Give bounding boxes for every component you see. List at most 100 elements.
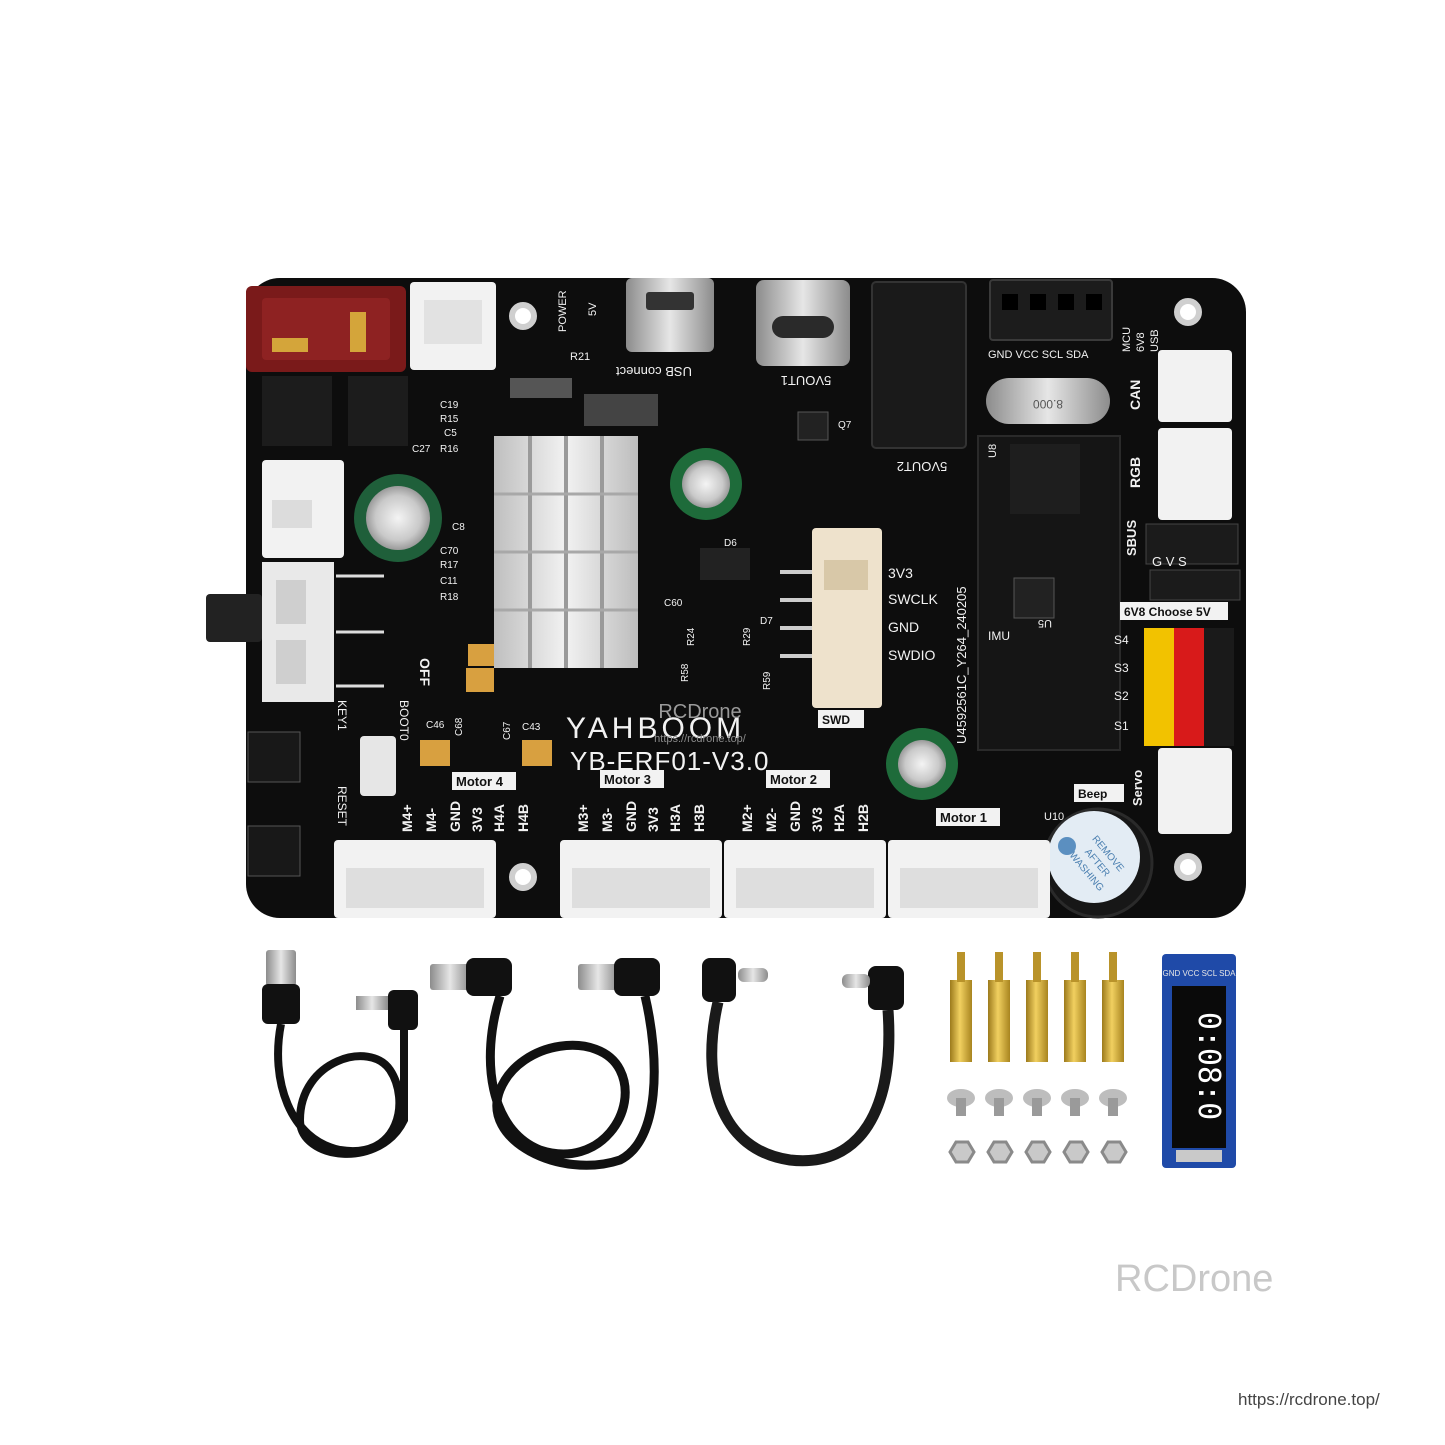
regulator (700, 548, 750, 580)
motor3-pin: H3A (667, 804, 683, 832)
silk-rgb: RGB (1127, 457, 1143, 488)
dc-jack (871, 281, 967, 449)
silk-r16: R16 (440, 444, 459, 455)
motor2-title-box (766, 770, 830, 788)
silk-6v8-top: 6V8 (1135, 332, 1147, 352)
motor2-pin: GND (787, 801, 803, 832)
silk-s3: S3 (1114, 661, 1129, 675)
motor2-title: Motor 2 (770, 772, 817, 787)
usb-c-port (756, 280, 850, 366)
silk-serial: U4592561C_Y264_240205 (954, 586, 969, 744)
xt60-connector (246, 286, 406, 372)
motor3-title: Motor 3 (604, 772, 651, 787)
silk-c43: C43 (522, 722, 541, 733)
silk-can: CAN (1127, 380, 1143, 410)
servo-connector (1158, 748, 1232, 834)
silk-mcu: MCU (1121, 327, 1133, 352)
silk-swd-gnd: GND (888, 619, 919, 635)
silk-swd-swdio: SWDIO (888, 647, 936, 663)
mosfet (262, 376, 332, 446)
silk-5v: 5V (587, 302, 599, 316)
silk-5vout1: 5VOUT1 (781, 373, 832, 388)
oled-header-text: GND VCC SCL SDA (1162, 969, 1236, 978)
motor-connectors (334, 840, 1050, 918)
overlay-url: https://rcdrone.top/ (654, 733, 747, 745)
motor4-title: Motor 4 (456, 774, 504, 789)
silk-c68: C68 (454, 717, 465, 736)
silk-q7: Q7 (838, 420, 852, 431)
silk-r15: R15 (440, 414, 459, 425)
micro-usb-port (626, 278, 714, 352)
motor2-pin: H2B (855, 804, 871, 832)
silk-r24: R24 (686, 627, 697, 646)
silk-swd: SWD (822, 713, 850, 727)
silk-u8: U8 (987, 444, 999, 458)
watermark: RCDrone (1115, 1258, 1274, 1300)
silk-r58: R58 (680, 663, 691, 682)
silk-r21: R21 (570, 351, 590, 363)
i2c-header (989, 279, 1113, 341)
silk-crystal: 8.000 (1033, 397, 1063, 411)
brand-logo: YAHBOOM (566, 712, 745, 745)
motor2-pin: M2- (763, 808, 779, 832)
silk-c11: C11 (440, 576, 458, 587)
silk-i2c-pins: GND VCC SCL SDA (988, 349, 1089, 361)
silk-swd-swclk: SWCLK (888, 591, 938, 607)
motor3-pin: M3- (599, 808, 615, 832)
usb-c-cable (702, 958, 904, 1167)
capacitor-small (886, 728, 958, 800)
sbus-header (1145, 523, 1239, 565)
mosfet (348, 376, 408, 446)
silk-c5: C5 (444, 428, 457, 439)
motor3-pin: 3V3 (645, 807, 661, 832)
swd-connector (780, 528, 882, 708)
screws (947, 1089, 1127, 1116)
motor4-pin: M4- (423, 808, 439, 832)
silk-r18: R18 (440, 592, 459, 603)
boot0-button[interactable] (360, 736, 396, 796)
silk-sbus: SBUS (1124, 520, 1139, 556)
silk-s4: S4 (1114, 633, 1129, 647)
beep-label-box (1074, 784, 1124, 802)
voltage-jumper (1149, 569, 1241, 601)
silk-imu: IMU (988, 629, 1010, 643)
motor1-title-box (936, 808, 1000, 826)
choose-label-box (1120, 602, 1228, 620)
silk-c8: C8 (452, 522, 465, 533)
silk-c60: C60 (664, 598, 683, 609)
capacitor-medium (670, 448, 742, 520)
silk-d6: D6 (724, 538, 737, 549)
servo-pins (1144, 628, 1234, 746)
mounting-holes (509, 298, 1202, 891)
swd-label-box (818, 710, 864, 728)
key1-button[interactable] (247, 731, 301, 783)
overlay-watermark: RCDrone (658, 701, 741, 723)
motor2-pin: 3V3 (809, 807, 825, 832)
silk-r17: R17 (440, 560, 459, 571)
nuts (948, 1140, 1128, 1164)
dc-barrel-cable (430, 958, 660, 1170)
oled-module: GND VCC SCL SDA 0:08:0 (1162, 954, 1236, 1168)
power-switch[interactable] (206, 562, 384, 702)
control-board: REMOVE AFTER WASHING POWER 5V R21 USB co… (206, 278, 1246, 919)
motor3-pin: H3B (691, 804, 707, 832)
silk-r29: R29 (742, 627, 753, 646)
motor4-title-box (452, 772, 516, 790)
silk-swd-3v3: 3V3 (888, 565, 913, 581)
silk-5vout2: 5VOUT2 (897, 459, 948, 474)
motor4-pins: M4+ M4- GND 3V3 H4A H4B (399, 801, 531, 832)
oled-clock-text: 0:08:0 (1191, 1012, 1226, 1120)
motor1-title: Motor 1 (940, 810, 987, 825)
source-url[interactable]: https://rcdrone.top/ (1238, 1390, 1380, 1409)
silk-s1: S1 (1114, 719, 1129, 733)
motor3-pin: M3+ (575, 804, 591, 832)
silk-key1: KEY1 (335, 700, 349, 731)
silk-c19: C19 (440, 400, 459, 411)
buzzer: REMOVE AFTER WASHING (1042, 807, 1154, 919)
silk-d7: D7 (760, 616, 773, 627)
silk-usb-connect: USB connect (616, 364, 692, 379)
crystal (986, 378, 1110, 424)
smd-part (584, 394, 658, 426)
silk-s2: S2 (1114, 689, 1129, 703)
reset-button[interactable] (247, 825, 301, 877)
